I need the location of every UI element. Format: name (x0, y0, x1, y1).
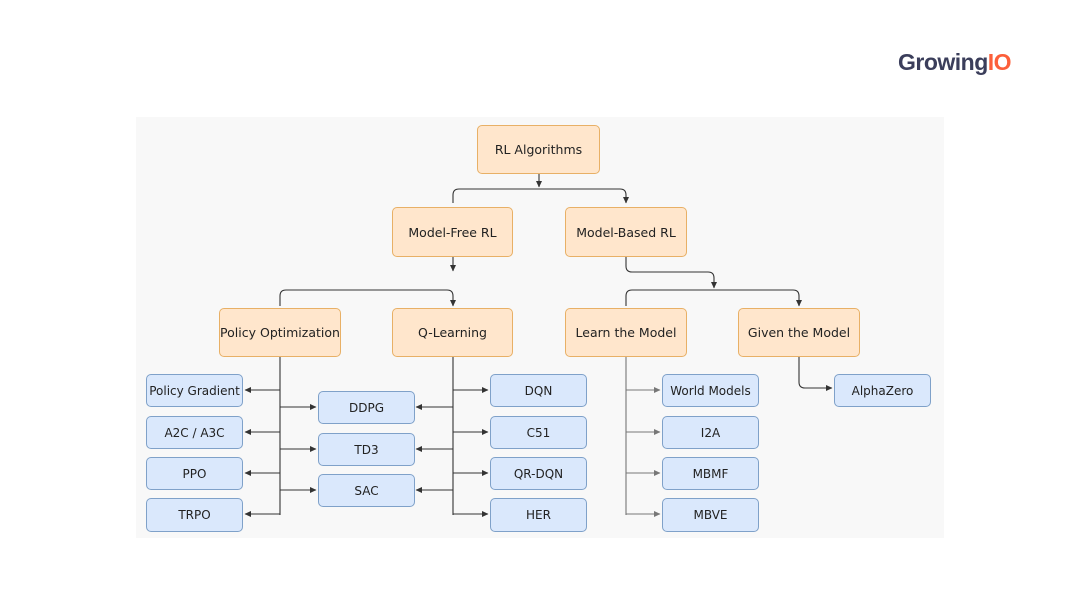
node-mbve: MBVE (662, 498, 759, 532)
node-policy-gradient: Policy Gradient (146, 374, 243, 407)
node-ppo: PPO (146, 457, 243, 490)
node-given-the-model: Given the Model (738, 308, 860, 357)
logo-text-growing: Growing (898, 49, 988, 75)
node-trpo: TRPO (146, 498, 243, 532)
node-sac: SAC (318, 474, 415, 507)
node-qr-dqn: QR-DQN (490, 457, 587, 490)
node-a2c-a3c: A2C / A3C (146, 416, 243, 449)
node-learn-the-model: Learn the Model (565, 308, 687, 357)
rl-algorithms-diagram: RL Algorithms Model-Free RL Model-Based … (136, 117, 944, 538)
node-q-learning: Q-Learning (392, 308, 513, 357)
root-node-rl-algorithms: RL Algorithms (477, 125, 600, 174)
node-dqn: DQN (490, 374, 587, 407)
logo-text-io: IO (987, 49, 1012, 75)
node-c51: C51 (490, 416, 587, 449)
growingio-logo: GrowingIO (898, 49, 1012, 76)
node-policy-optimization: Policy Optimization (219, 308, 341, 357)
connector-lines (244, 174, 833, 517)
node-model-free-rl: Model-Free RL (392, 207, 513, 257)
node-alphazero: AlphaZero (834, 374, 931, 407)
node-td3: TD3 (318, 433, 415, 466)
node-i2a: I2A (662, 416, 759, 449)
node-world-models: World Models (662, 374, 759, 407)
node-her: HER (490, 498, 587, 532)
node-mbmf: MBMF (662, 457, 759, 490)
node-ddpg: DDPG (318, 391, 415, 424)
node-model-based-rl: Model-Based RL (565, 207, 687, 257)
